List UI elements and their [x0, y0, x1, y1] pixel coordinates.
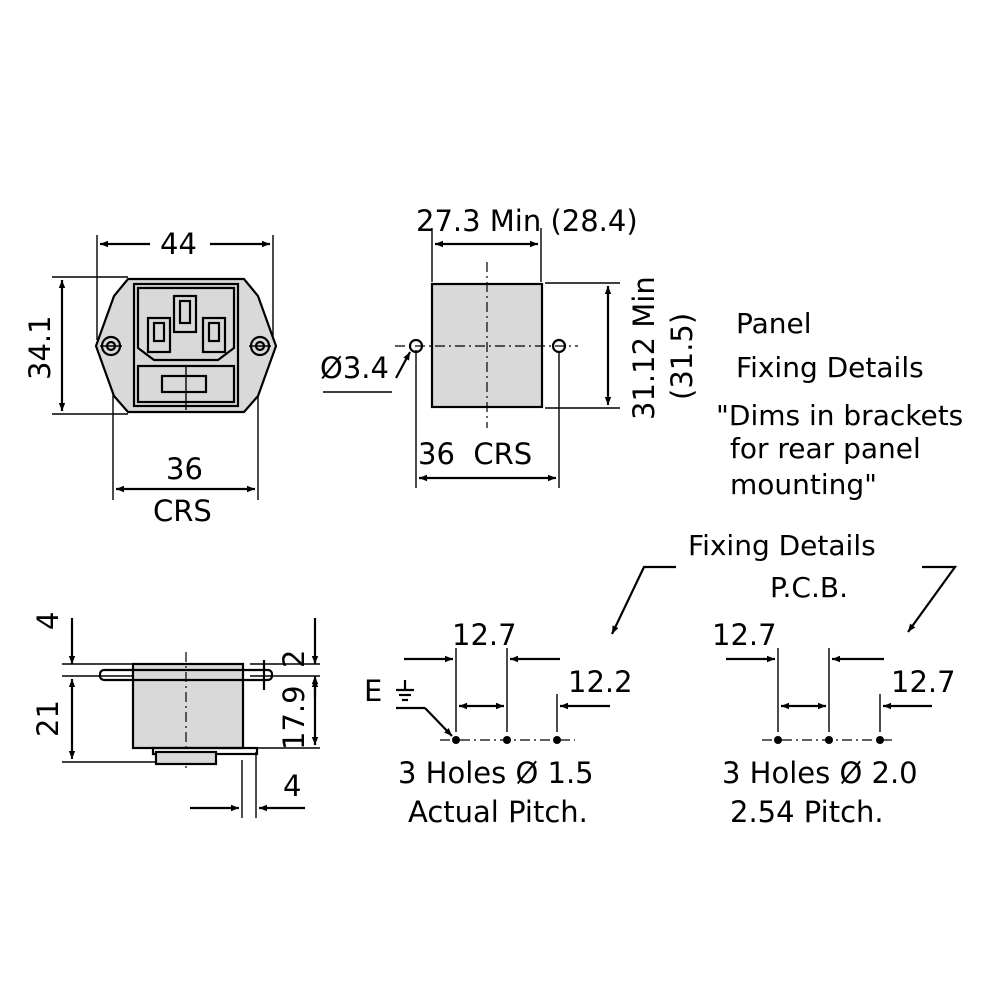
pcb-right-pattern: 12.7 12.7 3 Holes Ø 2.0 2.54 Pitch.	[712, 618, 956, 829]
earth-label: E	[364, 674, 382, 708]
pcb-title-line1: Fixing Details	[688, 529, 876, 562]
left-holes-label: 3 Holes Ø 1.5	[398, 756, 594, 790]
note-line-1: Panel	[736, 307, 812, 340]
front-width-dim: 44	[160, 227, 197, 261]
side-dim-top: 4	[31, 612, 65, 630]
front-view: 44 34.1 36 CRS	[23, 227, 278, 528]
note-line-4: for rear panel	[730, 432, 921, 465]
note-line-2: Fixing Details	[736, 351, 924, 384]
side-dim-overall: 21	[31, 700, 65, 737]
cutout-height-bracket: (31.5)	[665, 313, 699, 400]
cutout-crs-dim: 36 CRS	[418, 437, 532, 471]
side-dim-bottom: 4	[283, 769, 301, 803]
inlet-body-side	[131, 662, 245, 750]
hole-diameter-dim: Ø3.4	[320, 351, 389, 385]
note-line-5: mounting"	[730, 468, 877, 501]
panel-cutout-view: 27.3 Min (28.4) 31.12 Min (31.5) Ø3.4 36…	[320, 204, 699, 488]
left-pitch-2: 12.2	[568, 665, 633, 699]
pcb-hole-right-1	[774, 736, 782, 744]
cutout-hole-right	[551, 338, 567, 354]
right-holes-label: 3 Holes Ø 2.0	[722, 756, 918, 790]
note-line-3: "Dims in brackets	[716, 399, 963, 432]
pcb-hole-left-3	[553, 736, 561, 744]
pcb-hole-left-1	[452, 736, 460, 744]
front-height-dim: 34.1	[23, 315, 57, 380]
cutout-hole-left	[408, 338, 424, 354]
cutout-width-dim: 27.3 Min (28.4)	[416, 204, 638, 238]
pcb-hole-right-2	[825, 736, 833, 744]
right-pitch-1: 12.7	[712, 618, 777, 652]
socket-pin-earth	[172, 294, 198, 334]
pcb-left-pattern: 12.7 12.2 E 3 Holes Ø 1.5 Actual Pitch.	[364, 618, 633, 829]
inlet-flange	[94, 277, 278, 414]
front-crs-label: CRS	[153, 494, 212, 528]
right-pitch-type: 2.54 Pitch.	[730, 795, 884, 829]
panel-fixing-note: Panel Fixing Details "Dims in brackets f…	[716, 307, 963, 501]
left-pitch-type: Actual Pitch.	[408, 795, 588, 829]
socket-pin-right	[201, 316, 227, 354]
pcb-hole-left-2	[503, 736, 511, 744]
front-crs-value: 36	[166, 452, 203, 486]
pcb-hole-right-3	[876, 736, 884, 744]
side-dim-flange: 2	[277, 650, 311, 668]
side-view: 4 21 2 17.9 4	[31, 612, 320, 818]
cutout-height-dim: 31.12 Min	[627, 276, 661, 420]
right-pitch-2: 12.7	[891, 665, 956, 699]
iec-socket	[136, 286, 236, 362]
socket-pin-left	[146, 316, 172, 354]
side-dim-body: 17.9	[277, 685, 311, 750]
earth-icon	[396, 680, 414, 702]
inlet-flange-side	[98, 668, 274, 682]
left-pitch-1: 12.7	[452, 618, 517, 652]
pcb-title-line2: P.C.B.	[770, 571, 848, 604]
pcb-fixing-details: Fixing Details P.C.B. 12.7 12.2 E	[364, 529, 958, 829]
